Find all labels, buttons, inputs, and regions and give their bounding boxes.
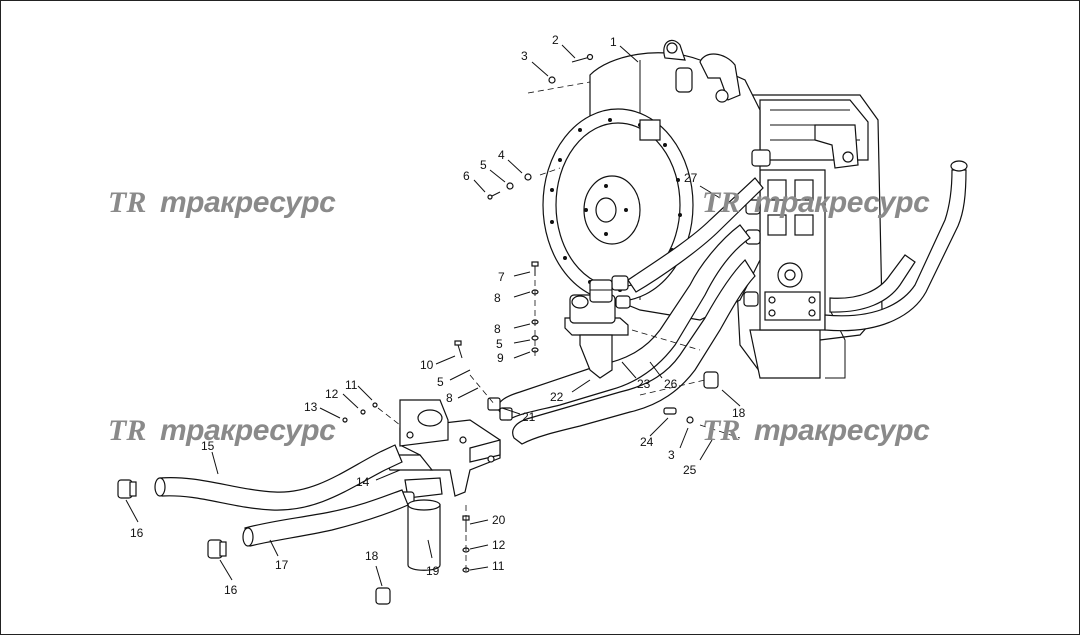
callout-1: 1 <box>610 35 617 49</box>
callout-14: 14 <box>356 475 370 489</box>
callout-26: 26 <box>664 377 678 391</box>
watermark-text: тракресурс <box>754 414 930 447</box>
callout-20: 20 <box>492 513 506 527</box>
oil-filter <box>399 477 443 571</box>
watermark-text: тракресурс <box>160 186 336 219</box>
hose-15 <box>117 444 403 511</box>
callout-13: 13 <box>304 400 318 414</box>
sensor-bracket <box>564 279 629 379</box>
callout-8: 8 <box>494 291 501 305</box>
watermark-logo: TR <box>702 414 740 447</box>
callout-18: 18 <box>732 406 746 420</box>
watermark-logo: TR <box>702 186 740 219</box>
watermark-logo: TR <box>108 414 146 447</box>
callout-6: 6 <box>463 169 470 183</box>
callout-16: 16 <box>224 583 238 597</box>
watermark-top-left: TR тракресурс <box>108 186 337 219</box>
callout-8: 8 <box>494 322 501 336</box>
transmission-assembly <box>542 39 968 379</box>
callout-8: 8 <box>446 391 453 405</box>
callout-24: 24 <box>640 435 654 449</box>
watermark-text: тракресурс <box>754 186 930 219</box>
callout-3: 3 <box>521 49 528 63</box>
callout-10: 10 <box>420 358 434 372</box>
callout-5: 5 <box>437 375 444 389</box>
callout-15: 15 <box>201 439 215 453</box>
assembly-lines <box>377 81 741 575</box>
watermark-bottom-right: TR тракресурс <box>702 414 931 447</box>
callout-17: 17 <box>275 558 289 572</box>
callout-18: 18 <box>365 549 379 563</box>
watermark-text: тракресурс <box>160 414 336 447</box>
callout-2: 2 <box>552 33 559 47</box>
watermark-bottom-left: TR тракресурс <box>108 414 337 447</box>
leader-lines <box>125 44 741 587</box>
callout-12: 12 <box>325 387 339 401</box>
callout-9: 9 <box>497 351 504 365</box>
callout-25: 25 <box>683 463 697 477</box>
callout-5: 5 <box>480 158 487 172</box>
callout-5: 5 <box>496 337 503 351</box>
callout-3: 3 <box>668 448 675 462</box>
callout-11: 11 <box>345 378 358 392</box>
callout-4: 4 <box>498 148 505 162</box>
callout-22: 22 <box>550 390 564 404</box>
callout-7: 7 <box>498 270 505 284</box>
callout-21: 21 <box>522 410 536 424</box>
callout-23: 23 <box>637 377 651 391</box>
callout-labels: 1 2 3 4 5 6 27 7 8 8 5 9 10 5 8 11 12 13… <box>130 33 746 597</box>
callout-11: 11 <box>492 559 505 573</box>
callout-19: 19 <box>426 564 440 578</box>
callout-27: 27 <box>684 171 698 185</box>
callout-16: 16 <box>130 526 144 540</box>
callout-12: 12 <box>492 538 506 552</box>
watermark-top-right: TR тракресурс <box>702 186 931 219</box>
watermark-logo: TR <box>108 186 146 219</box>
hose-17 <box>207 489 409 559</box>
